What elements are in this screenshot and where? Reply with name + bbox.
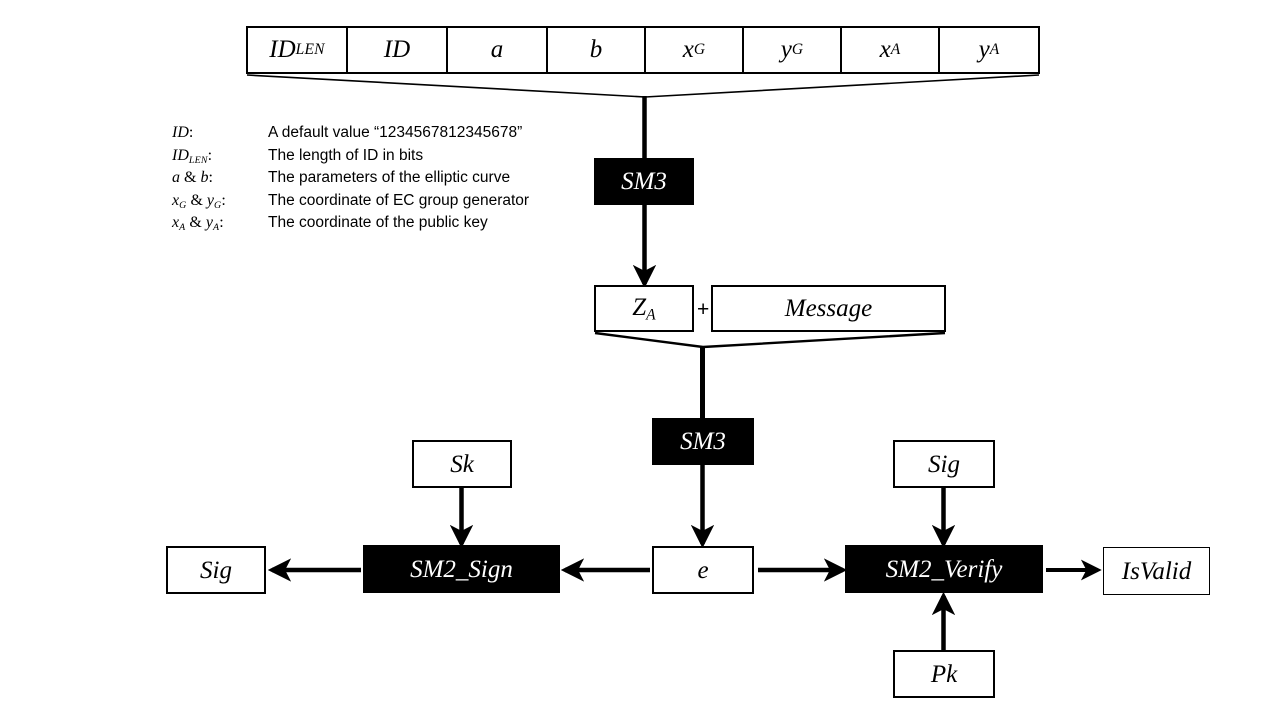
cell-subscript: G — [693, 41, 706, 58]
legend-desc: The length of ID in bits — [268, 146, 424, 164]
message-funnel-connector — [594, 331, 946, 349]
node-pk[interactable]: Pk — [893, 650, 995, 698]
legend-term-base: a — [172, 169, 180, 186]
legend-row-a-b: a & b: The parameters of the elliptic cu… — [172, 169, 592, 192]
legend-term: a & b: — [172, 169, 213, 186]
legend-term: xG & yG: — [172, 191, 226, 211]
legend-term-suffix: : — [207, 146, 213, 164]
node-sig-output[interactable]: Sig — [166, 546, 266, 594]
node-label: SM3 — [621, 168, 667, 195]
node-label: Pk — [930, 660, 958, 688]
node-label: Sig — [928, 450, 960, 478]
legend-desc: A default value “1234567812345678” — [268, 124, 523, 141]
cell-base: ID — [269, 36, 296, 63]
legend-term-base: x — [172, 191, 180, 209]
node-label: SM3 — [680, 428, 726, 455]
legend-row-xg-yg: xG & yG: The coordinate of EC group gene… — [172, 192, 592, 215]
legend-term-suffix: : — [188, 124, 194, 141]
node-sm3-mid[interactable]: SM3 — [652, 418, 754, 465]
legend-term: xA & yA: — [172, 214, 224, 233]
legend-term-base: ID — [172, 146, 189, 164]
table-cell-a: a — [448, 28, 548, 72]
node-z-a[interactable]: ZA — [594, 285, 694, 332]
legend-desc: The coordinate of EC group generator — [268, 191, 530, 209]
legend-term-subscript: LEN — [188, 154, 208, 166]
legend-desc: The coordinate of the public key — [268, 214, 488, 231]
node-sm2-sign[interactable]: SM2_Sign — [363, 545, 560, 593]
legend-row-id-len: IDLEN: The length of ID in bits — [172, 147, 592, 170]
plus-operator: + — [697, 298, 710, 321]
cell-base: a — [490, 36, 504, 63]
legend-term-subscript: G — [179, 199, 187, 211]
legend-row-xa-ya: xA & yA: The coordinate of the public ke… — [172, 214, 592, 237]
node-label: Sk — [450, 450, 474, 478]
node-sm3-top[interactable]: SM3 — [594, 158, 694, 205]
cell-base: x — [879, 36, 891, 63]
node-isvalid[interactable]: IsValid — [1103, 547, 1210, 595]
legend-term-subscript: A — [179, 221, 186, 233]
legend: ID: A default value “1234567812345678” I… — [172, 124, 592, 237]
node-label: e — [697, 556, 709, 584]
legend-term-base: ID — [172, 124, 189, 141]
cell-base: b — [589, 36, 603, 63]
cell-subscript: A — [890, 41, 901, 58]
cell-subscript: G — [791, 41, 804, 58]
table-funnel-connector — [246, 74, 1040, 98]
legend-term: ID: — [172, 124, 268, 142]
cell-base: ID — [383, 36, 411, 63]
table-cell-id: ID — [348, 28, 448, 72]
node-label: Message — [784, 295, 873, 322]
cell-subscript: A — [989, 41, 1000, 58]
legend-term-base: x — [172, 214, 180, 231]
cell-base: x — [682, 36, 694, 63]
cell-subscript: LEN — [295, 41, 325, 58]
node-label: SM2_Sign — [410, 555, 513, 583]
node-sm2-verify[interactable]: SM2_Verify — [845, 545, 1043, 593]
table-cell-b: b — [548, 28, 646, 72]
cell-base: y — [978, 36, 990, 63]
node-label: ZA — [632, 293, 656, 323]
legend-desc: The parameters of the elliptic curve — [268, 169, 511, 186]
node-label: IsValid — [1121, 557, 1192, 585]
node-e[interactable]: e — [652, 546, 754, 594]
legend-row-id: ID: A default value “1234567812345678” — [172, 124, 592, 147]
node-message[interactable]: Message — [711, 285, 946, 332]
node-sig-input[interactable]: Sig — [893, 440, 995, 488]
node-label: SM2_Verify — [885, 555, 1003, 583]
legend-term: IDLEN: — [172, 147, 268, 166]
cell-base: y — [780, 36, 792, 63]
node-label: Sig — [200, 556, 232, 584]
node-sk[interactable]: Sk — [412, 440, 512, 488]
